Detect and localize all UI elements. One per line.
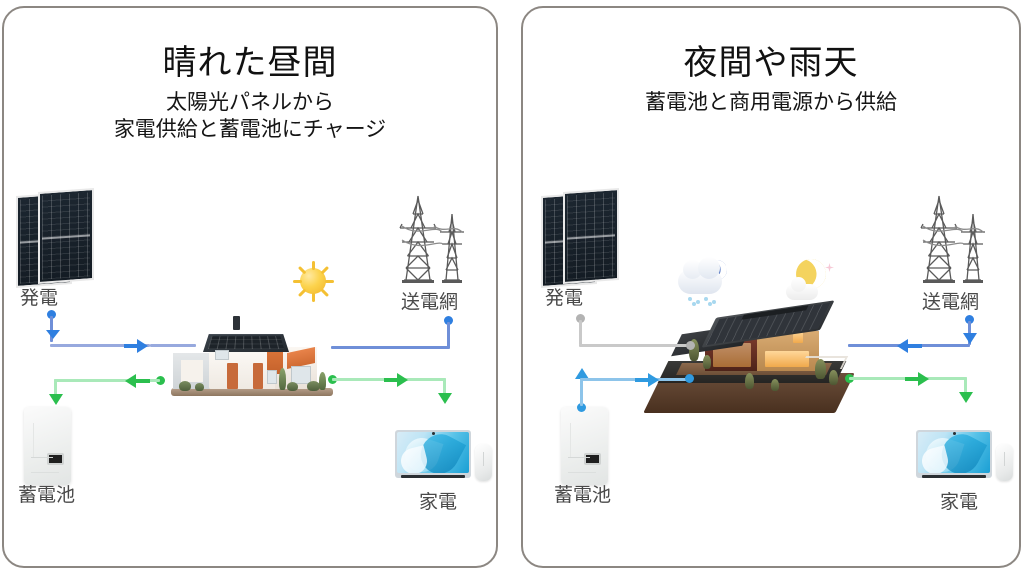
cloud-rain-moon-icon — [676, 256, 731, 306]
night-title: 夜間や雨天 — [683, 44, 859, 82]
battery-storage-icon — [561, 407, 608, 485]
battery-storage-icon — [24, 407, 71, 485]
panel-night: 夜間や雨天 蓄電池と商用電源から供給 発電 — [521, 6, 1021, 568]
daytime-subtitle-line2: 家電供給と蓄電池にチャージ — [113, 118, 387, 141]
sun-icon — [292, 260, 334, 302]
generation-label: 発電 — [545, 288, 584, 309]
modern-house-icon — [167, 308, 337, 396]
appliance-label: 家電 — [419, 492, 458, 513]
transmission-tower-icon — [917, 188, 993, 288]
appliance-label: 家電 — [940, 492, 979, 513]
daytime-heading-block: 晴れた昼間 太陽光パネルから 家電供給と蓄電池にチャージ — [4, 42, 496, 143]
grid-label: 送電網 — [922, 292, 980, 313]
daytime-title: 晴れた昼間 — [162, 44, 338, 82]
japanese-house-icon — [643, 300, 855, 413]
night-heading-block: 夜間や雨天 蓄電池と商用電源から供給 — [523, 42, 1019, 116]
night-subtitle-line1: 蓄電池と商用電源から供給 — [645, 91, 897, 114]
panel-daytime: 晴れた昼間 太陽光パネルから 家電供給と蓄電池にチャージ 発電 — [2, 6, 498, 568]
grid-label: 送電網 — [401, 292, 459, 313]
crescent-moon-cloud-icon — [786, 255, 836, 302]
battery-label: 蓄電池 — [554, 485, 612, 506]
daytime-subtitle-line1: 太陽光パネルから — [166, 91, 334, 114]
transmission-tower-icon — [396, 188, 472, 288]
generation-label: 発電 — [20, 288, 59, 309]
battery-label: 蓄電池 — [18, 485, 76, 506]
